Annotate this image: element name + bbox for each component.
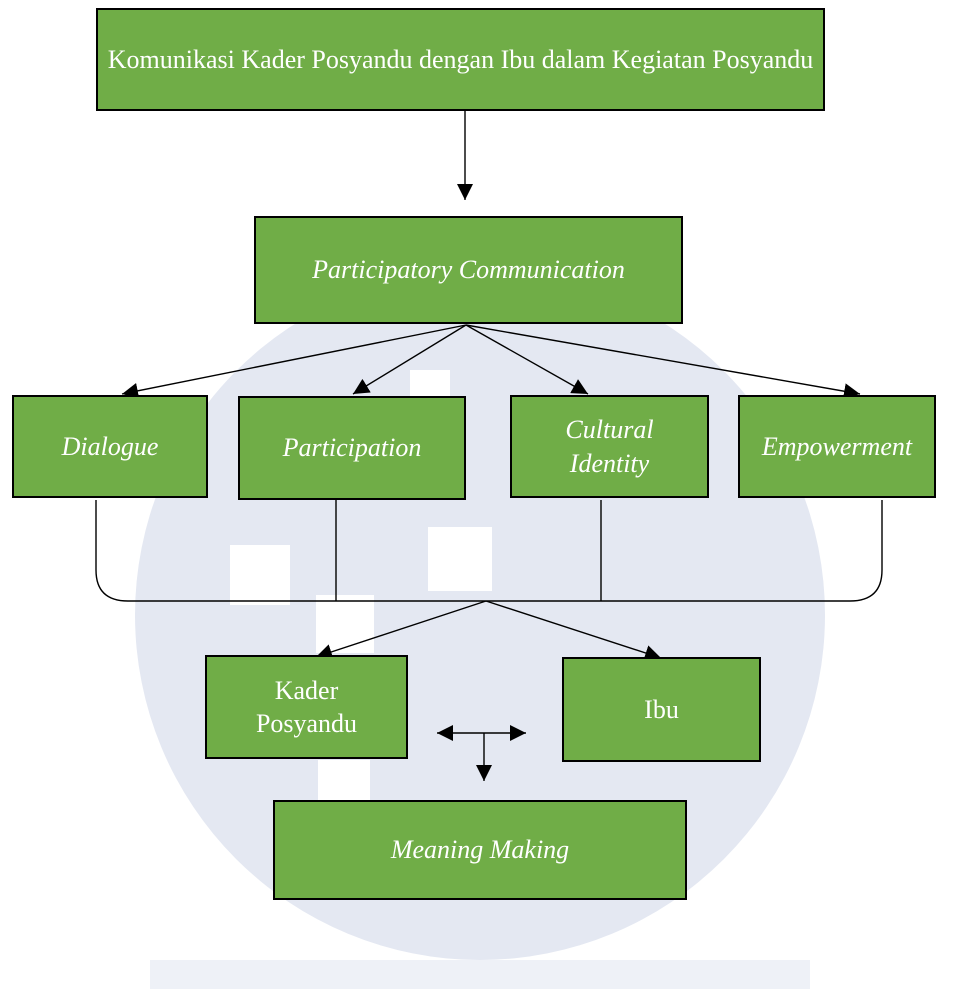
cultural-identity-text-line2: Identity [569,448,650,478]
empowerment-text: Empowerment [761,431,913,461]
cultural-identity-text-line1: Cultural [565,415,654,445]
arrow-pc-to-participation [352,324,467,395]
bracket-right [849,500,883,602]
cultural-identity-node: Cultural Identity [510,395,709,498]
kader-posyandu-text-line1: Kader [274,675,339,705]
meaning-making-node: Meaning Making [273,800,687,900]
title-node: Komunikasi Kader Posyandu dengan Ibu dal… [96,8,825,111]
participatory-communication-node: Participatory Communication [254,216,683,324]
ibu-node: Ibu [562,657,761,762]
participation-text: Participation [282,433,422,463]
dialogue-text: Dialogue [61,431,159,461]
arrow-bracket-to-kader [315,600,487,660]
bracket-left [95,500,129,602]
arrow-pc-to-dialogue [121,324,467,399]
kader-posyandu-node: Kader Posyandu [205,655,408,759]
arrow-bracket-to-ibu [485,600,662,661]
participatory-communication-text: Participatory Communication [312,255,625,285]
title-node-text: Komunikasi Kader Posyandu dengan Ibu dal… [107,44,814,74]
arrow-pc-to-empowerment [465,324,861,400]
dialogue-node: Dialogue [12,395,208,498]
empowerment-node: Empowerment [738,395,936,498]
participation-node: Participation [238,396,466,500]
ibu-text: Ibu [644,694,679,724]
arrow-pc-to-cultural [465,324,589,395]
meaning-making-text: Meaning Making [390,835,570,865]
kader-posyandu-text-line2: Posyandu [255,709,358,738]
